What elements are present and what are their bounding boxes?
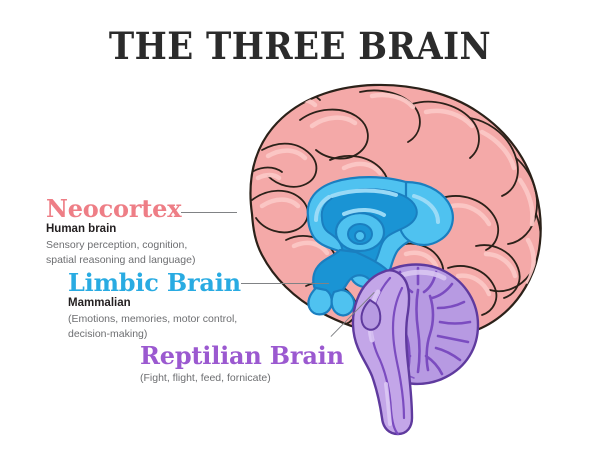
leader-line-limbic: [241, 283, 329, 285]
limbic-region: [306, 176, 454, 317]
label-neocortex-heading: Neocortex: [46, 194, 182, 223]
page-title: THE THREE BRAIN: [108, 24, 492, 68]
label-limbic-description: (Emotions, memories, motor control, deci…: [68, 313, 238, 340]
label-reptilian-description: (Fight, flight, feed, fornicate): [140, 372, 271, 385]
label-limbic: Limbic Brain Mammalian (Emotions, memori…: [68, 270, 241, 341]
label-limbic-heading: Limbic Brain: [68, 268, 241, 297]
label-neocortex: Neocortex Human brain Sensory perception…: [46, 196, 195, 267]
label-neocortex-subtitle: Human brain: [46, 223, 117, 236]
label-reptilian-heading: Reptilian Brain: [140, 341, 344, 370]
label-neocortex-description: Sensory perception, cognition, spatial r…: [46, 239, 196, 266]
label-reptilian: Reptilian Brain (Fight, flight, feed, fo…: [140, 343, 344, 385]
reptilian-region: [351, 263, 480, 436]
leader-line-neocortex: [181, 212, 237, 214]
label-limbic-subtitle: Mammalian: [68, 297, 131, 310]
